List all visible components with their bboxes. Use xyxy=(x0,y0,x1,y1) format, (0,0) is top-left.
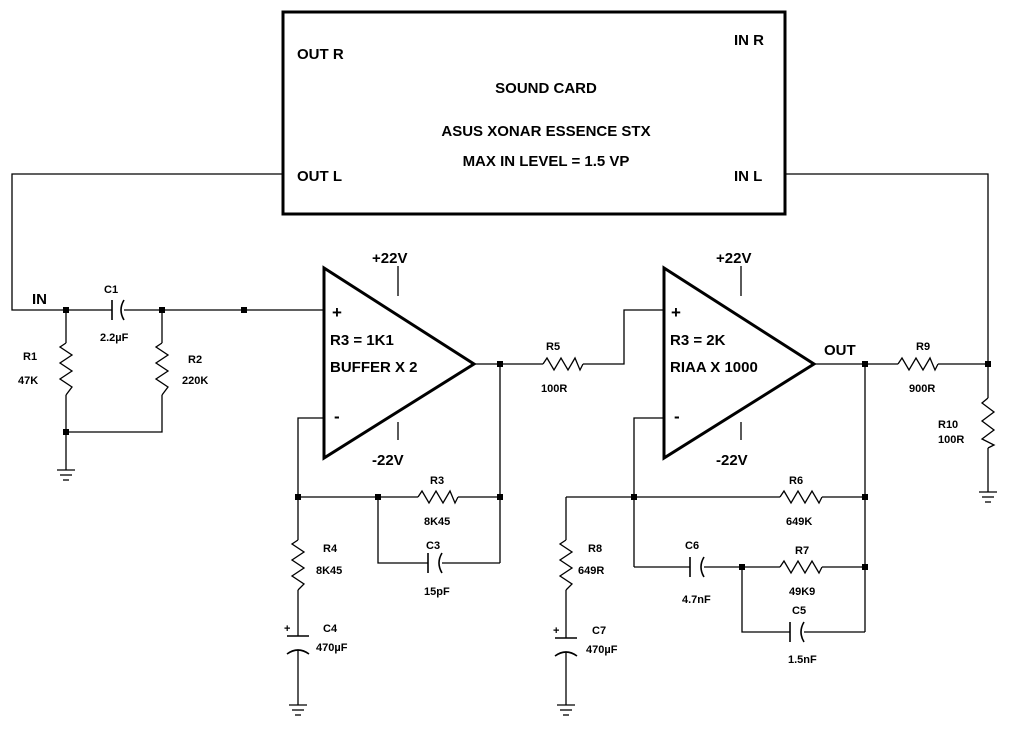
c3-name: C3 xyxy=(426,540,440,552)
resistor-r4: R4 8K45 xyxy=(290,539,342,591)
r3-name: R3 xyxy=(430,475,444,487)
r1-value: 47K xyxy=(18,375,38,387)
riaa-vpos: +22V xyxy=(716,250,751,267)
r1-name: R1 xyxy=(23,351,37,363)
r8-name: R8 xyxy=(588,543,602,555)
resistor-r6: R6 649K xyxy=(779,475,823,528)
resistor-r9: R9 900R xyxy=(897,341,939,395)
sound-card-model: ASUS XONAR ESSENCE STX xyxy=(441,123,650,140)
sound-card-box: OUT R IN R OUT L IN L SOUND CARD ASUS XO… xyxy=(281,10,787,216)
r7-value: 49K9 xyxy=(789,586,815,598)
r3-value: 8K45 xyxy=(424,516,450,528)
riaa-gain-resistor: R3 = 2K xyxy=(670,332,726,349)
buffer-vpos: +22V xyxy=(372,250,407,267)
c5-name: C5 xyxy=(792,605,806,617)
capacitor-c1: C1 2.2µF xyxy=(100,284,129,344)
wires xyxy=(11,173,989,705)
ground-icon xyxy=(979,491,997,503)
out-node-label: OUT xyxy=(824,342,856,359)
resistor-r2: R2 220K xyxy=(154,342,208,396)
buffer-plus-sign: + xyxy=(332,303,342,322)
out-r-label: OUT R xyxy=(297,46,344,63)
capacitor-c3: C3 15pF xyxy=(424,540,450,598)
buffer-opamp: + - +22V -22V R3 = 1K1 BUFFER X 2 xyxy=(322,250,477,469)
r2-name: R2 xyxy=(188,354,202,366)
r10-name: R10 xyxy=(938,419,958,431)
c1-value: 2.2µF xyxy=(100,332,129,344)
c7-value: 470µF xyxy=(586,644,618,656)
in-node-label: IN xyxy=(32,291,47,308)
ground-icon xyxy=(557,704,575,716)
c4-name: C4 xyxy=(323,623,338,635)
resistor-r5: R5 100R xyxy=(541,341,584,395)
riaa-vneg: -22V xyxy=(716,452,748,469)
out-l-label: OUT L xyxy=(297,168,342,185)
c5-value: 1.5nF xyxy=(788,654,817,666)
riaa-plus-sign: + xyxy=(671,303,681,322)
max-in-level: MAX IN LEVEL = 1.5 VP xyxy=(463,153,630,170)
capacitor-c5: C5 1.5nF xyxy=(788,605,817,666)
resistor-r10: R10 100R xyxy=(938,397,996,449)
ground-icon xyxy=(289,704,307,716)
resistor-r7: R7 49K9 xyxy=(779,545,823,598)
r6-name: R6 xyxy=(789,475,803,487)
c3-value: 15pF xyxy=(424,586,450,598)
c6-value: 4.7nF xyxy=(682,594,711,606)
c7-polarity-mark: + xyxy=(553,625,559,637)
buffer-gain-resistor: R3 = 1K1 xyxy=(330,332,394,349)
c4-value: 470µF xyxy=(316,642,348,654)
r5-name: R5 xyxy=(546,341,560,353)
buffer-minus-sign: - xyxy=(334,407,340,426)
c7-name: C7 xyxy=(592,625,606,637)
buffer-vneg: -22V xyxy=(372,452,404,469)
in-r-label: IN R xyxy=(734,32,764,49)
r4-value: 8K45 xyxy=(316,565,342,577)
r8-value: 649R xyxy=(578,565,604,577)
resistor-r3: R3 8K45 xyxy=(417,475,459,528)
c1-name: C1 xyxy=(104,284,118,296)
riaa-opamp: + - +22V -22V R3 = 2K RIAA X 1000 xyxy=(662,250,817,469)
riaa-function: RIAA X 1000 xyxy=(670,359,758,376)
ground-icon xyxy=(57,469,75,481)
r4-name: R4 xyxy=(323,543,338,555)
in-l-label: IN L xyxy=(734,168,762,185)
buffer-function: BUFFER X 2 xyxy=(330,359,418,376)
sound-card-title: SOUND CARD xyxy=(495,80,597,97)
c6-name: C6 xyxy=(685,540,699,552)
resistor-r1: R1 47K xyxy=(18,342,74,396)
r9-name: R9 xyxy=(916,341,930,353)
capacitor-c6: C6 4.7nF xyxy=(682,540,711,606)
resistor-r8: R8 649R xyxy=(558,539,604,591)
r7-name: R7 xyxy=(795,545,809,557)
c4-polarity-mark: + xyxy=(284,623,290,635)
r10-value: 100R xyxy=(938,434,964,446)
capacitor-c7: + C7 470µF xyxy=(553,625,618,657)
r9-value: 900R xyxy=(909,383,935,395)
r6-value: 649K xyxy=(786,516,812,528)
junction-dots xyxy=(63,307,991,570)
r5-value: 100R xyxy=(541,383,567,395)
riaa-minus-sign: - xyxy=(674,407,680,426)
r2-value: 220K xyxy=(182,375,208,387)
capacitor-c4: + C4 470µF xyxy=(284,623,348,655)
